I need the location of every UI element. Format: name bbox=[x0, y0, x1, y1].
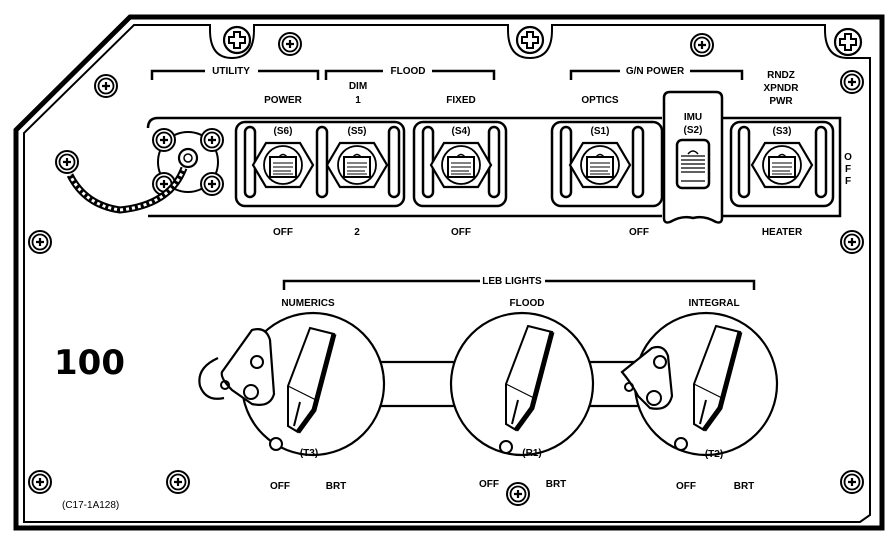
guard-slot bbox=[631, 125, 645, 199]
screw-icon bbox=[839, 69, 865, 95]
t2-brt-label: BRT bbox=[734, 481, 755, 492]
t3-id: (T3) bbox=[300, 448, 318, 459]
screw-icon bbox=[839, 229, 865, 255]
t2-off-label: OFF bbox=[676, 481, 696, 492]
gn-power-group-label: G/N POWER bbox=[626, 66, 685, 77]
panel-inner-outline bbox=[23, 24, 871, 523]
toggle-switch-icon bbox=[568, 141, 632, 189]
toggle-switch-icon bbox=[750, 141, 814, 189]
switch-s6[interactable]: (S6) bbox=[251, 126, 315, 189]
s6-bottom-label: OFF bbox=[273, 227, 293, 238]
switch-s1[interactable]: (S1) bbox=[568, 126, 632, 189]
r1-brt-label: BRT bbox=[546, 479, 567, 490]
s3-side-label-f2: F bbox=[845, 176, 851, 187]
s3-id: (S3) bbox=[773, 126, 792, 137]
numerics-label: NUMERICS bbox=[281, 298, 335, 309]
s3-top-label: RNDZ bbox=[767, 70, 795, 81]
toggle-switch-icon bbox=[251, 141, 315, 189]
gn-power-group-bracket: G/N POWER bbox=[569, 66, 744, 80]
screw-icon bbox=[515, 25, 545, 55]
s5-id: (S5) bbox=[348, 126, 367, 137]
s1-top-label: OPTICS bbox=[581, 95, 619, 106]
s2-id: (S2) bbox=[684, 125, 703, 136]
panel-outline bbox=[13, 14, 885, 531]
screw-icon bbox=[277, 31, 303, 57]
panel-reference: (C17-1A128) bbox=[62, 500, 119, 511]
s5-top-label: DIM bbox=[349, 81, 367, 92]
s1-bottom-label: OFF bbox=[629, 227, 649, 238]
switch-s4[interactable]: (S4) bbox=[429, 126, 493, 189]
rotary-knob-t3[interactable]: (T3) bbox=[198, 311, 386, 459]
flood-group-label: FLOOD bbox=[391, 66, 426, 77]
t3-brt-label: BRT bbox=[326, 481, 347, 492]
r1-id: (R1) bbox=[522, 448, 541, 459]
utility-flood-switch-box bbox=[234, 120, 406, 208]
toggle-switch-icon bbox=[325, 141, 389, 189]
switch-s5[interactable]: (S5) bbox=[325, 126, 389, 189]
panel-number: 100 bbox=[54, 343, 125, 383]
s2-top-label: IMU bbox=[684, 112, 702, 123]
flood-group-bracket: FLOOD bbox=[324, 66, 496, 80]
optics-switch-box bbox=[550, 120, 664, 208]
leb-lights-label: LEB LIGHTS bbox=[482, 276, 542, 287]
s3-side-label-o: O bbox=[844, 152, 852, 163]
r1-off-label: OFF bbox=[479, 479, 499, 490]
screw-icon bbox=[689, 32, 715, 58]
s5-bottom-label: 2 bbox=[354, 227, 360, 238]
rotary-knob-r1[interactable]: (R1) bbox=[449, 311, 595, 459]
screw-icon bbox=[27, 469, 53, 495]
guard-slot bbox=[814, 125, 828, 199]
s4-bottom-label: OFF bbox=[451, 227, 471, 238]
screw-icon bbox=[93, 73, 119, 99]
screw-icon bbox=[839, 469, 865, 495]
switch-s3[interactable]: (S3) bbox=[750, 126, 814, 189]
flood-knob-label: FLOOD bbox=[510, 298, 545, 309]
t3-off-label: OFF bbox=[270, 481, 290, 492]
screw-icon bbox=[165, 469, 191, 495]
switch-strip bbox=[146, 116, 842, 218]
connector bbox=[66, 127, 225, 214]
rotary-knob-t2[interactable]: (T2) bbox=[620, 311, 779, 460]
screw-icon bbox=[505, 481, 531, 507]
screw-icon bbox=[54, 149, 80, 175]
rndz-switch-box bbox=[729, 120, 835, 208]
s6-id: (S6) bbox=[274, 126, 293, 137]
toggle-switch-icon bbox=[429, 141, 493, 189]
guard-slot bbox=[387, 125, 401, 199]
utility-group-bracket: UTILITY bbox=[150, 66, 320, 80]
guard-slot bbox=[559, 125, 573, 199]
screw-icon bbox=[833, 27, 863, 57]
s5-top-label-2: 1 bbox=[355, 95, 361, 106]
s3-bottom-label: HEATER bbox=[762, 227, 803, 238]
leb-lights-group-bracket: LEB LIGHTS bbox=[282, 276, 756, 290]
guard-slot bbox=[737, 125, 751, 199]
integral-label: INTEGRAL bbox=[688, 298, 739, 309]
s3-top-label-3: PWR bbox=[769, 96, 793, 107]
s3-top-label-2: XPNDR bbox=[763, 83, 799, 94]
screw-icon bbox=[27, 229, 53, 255]
switch-s2-imu[interactable]: IMU (S2) bbox=[662, 90, 724, 224]
s6-top-label: POWER bbox=[264, 95, 303, 106]
t2-id: (T2) bbox=[705, 449, 723, 460]
utility-group-label: UTILITY bbox=[212, 66, 250, 77]
s1-id: (S1) bbox=[591, 126, 610, 137]
screw-icon bbox=[222, 25, 252, 55]
fixed-switch-box bbox=[412, 120, 508, 208]
s4-id: (S4) bbox=[452, 126, 471, 137]
s4-top-label: FIXED bbox=[446, 95, 475, 106]
knob-connector-bar bbox=[380, 360, 650, 408]
s3-side-label-f1: F bbox=[845, 164, 851, 175]
guard-slot bbox=[315, 125, 329, 199]
